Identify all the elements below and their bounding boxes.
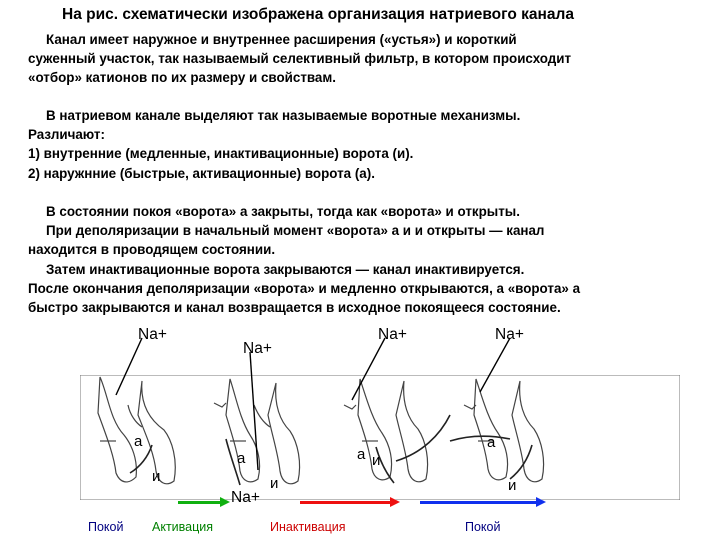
text-line: В состоянии покоя «ворота» а закрыты, то… — [46, 204, 520, 219]
text-line: При деполяризации в начальный момент «во… — [46, 223, 545, 239]
channel-panel-rest — [97, 376, 176, 485]
text-line: суженный участок, так называемый селекти… — [28, 51, 572, 67]
arrow-head — [390, 497, 400, 507]
gate-a-label: а — [134, 433, 143, 450]
caption-inactivation: Инактивация — [270, 520, 346, 534]
text-line: 1) внутренние (медленные, инактивационны… — [28, 146, 414, 162]
na-plus-label: Na+ — [243, 340, 272, 357]
caption-rest: Покой — [88, 520, 124, 534]
gate-i-line — [395, 414, 451, 462]
gate-a-line — [225, 438, 241, 486]
text-line: быстро закрываются и канал возвращается … — [28, 300, 561, 316]
caption-activation: Активация — [152, 520, 214, 534]
arrow-head — [536, 497, 546, 507]
paragraph-gate-states: В состоянии покоя «ворота» а закрыты, то… — [28, 202, 704, 317]
text-line: «отбор» катионов по их размеру и свойств… — [28, 70, 337, 86]
gate-i-label: и — [372, 452, 381, 469]
channel-protein-right — [511, 380, 545, 483]
channel-contour — [213, 402, 227, 408]
gate-i-label: и — [152, 468, 161, 485]
channel-protein-right — [395, 380, 429, 483]
text-line: Различают: — [28, 127, 105, 143]
channel-contour — [343, 404, 357, 410]
na-plus-label: Na+ — [495, 326, 524, 343]
text-line: находится в проводящем состоянии. — [28, 242, 276, 258]
channel-contour — [127, 404, 143, 428]
text-line: В натриевом канале выделяют так называем… — [46, 108, 521, 123]
caption-rest-2: Покой — [465, 520, 501, 534]
slide-title: На рис. схематически изображена организа… — [62, 6, 574, 23]
na-plus-label: Na+ — [138, 326, 167, 343]
paragraph-channel-structure: Канал имеет наружное и внутреннее расшир… — [28, 30, 704, 88]
text-line: 2) наружнние (быстрые, активационные) во… — [28, 165, 375, 181]
activation-arrow — [178, 497, 230, 507]
gate-i-label: и — [270, 475, 279, 492]
text-line: После окончания деполяризации «ворота» и… — [28, 280, 581, 296]
channel-panel-activation — [213, 378, 301, 486]
arrow-shaft — [300, 501, 392, 504]
recovery-arrow — [420, 497, 546, 507]
arrow-shaft — [178, 501, 222, 504]
gate-i-label: и — [508, 477, 517, 494]
gate-a-line — [375, 446, 395, 484]
diagram-frame — [80, 375, 680, 500]
channel-protein-right — [267, 382, 301, 485]
text-line: Затем инактивационные ворота закрываются… — [46, 261, 525, 277]
channel-protein-left — [97, 376, 137, 483]
gate-i-line — [129, 444, 153, 474]
gate-i-line — [509, 444, 533, 480]
paragraph-gate-mechanisms: В натриевом канале выделяют так называем… — [28, 106, 704, 183]
inactivation-arrow — [300, 497, 400, 507]
channel-protein-left — [225, 378, 261, 483]
arrow-head — [220, 497, 230, 507]
arrow-shaft — [420, 501, 538, 504]
channel-contour — [463, 404, 477, 410]
channel-panel-rest-2 — [449, 378, 545, 483]
channel-protein-left — [473, 378, 509, 481]
channel-panel-inactivation — [343, 378, 451, 484]
na-plus-label: Na+ — [231, 489, 260, 506]
gate-a-label: а — [487, 434, 496, 451]
text-line: Канал имеет наружное и внутреннее расшир… — [46, 32, 517, 47]
gate-a-label: а — [237, 450, 246, 467]
na-plus-label: Na+ — [378, 326, 407, 343]
sodium-channel-diagram — [80, 375, 680, 500]
gate-a-line — [449, 435, 511, 442]
gate-a-label: а — [357, 446, 366, 463]
